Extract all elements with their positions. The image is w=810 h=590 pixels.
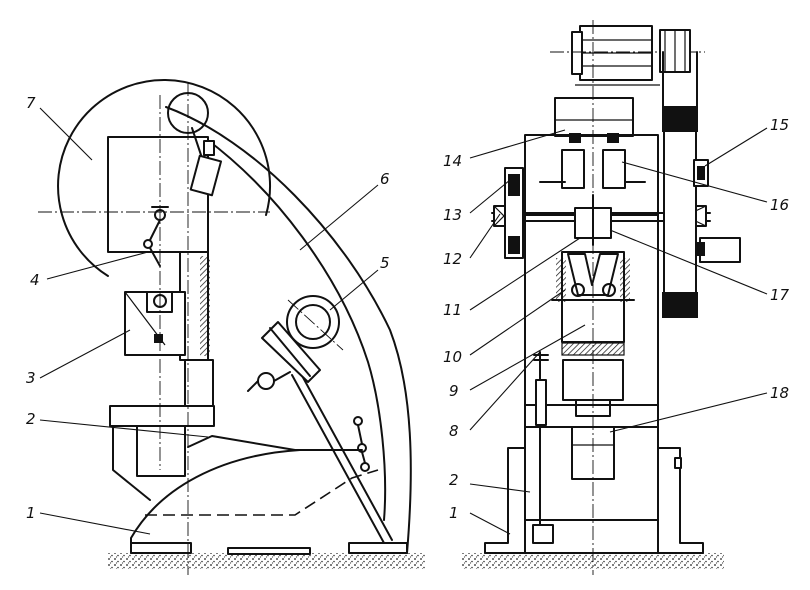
label-11: 11 — [443, 301, 462, 319]
label-6: 6 — [380, 170, 390, 188]
flywheel-rim-bottom — [662, 292, 698, 318]
label-7: 5 — [380, 254, 390, 272]
guide-hatch — [200, 256, 210, 356]
base-foot-right — [348, 542, 408, 554]
label-2-front: 2 — [449, 471, 459, 489]
label-1-front: 1 — [449, 504, 459, 522]
bolster — [109, 405, 215, 427]
base-foot-left — [130, 542, 192, 554]
callout-labels: 7 4 3 2 1 6 5 14 13 12 11 10 9 8 2 1 15 … — [26, 94, 790, 522]
c-frame — [165, 106, 412, 554]
clutch-pivot — [257, 372, 275, 390]
frame-plate — [107, 136, 209, 253]
flywheel-rim-top — [662, 106, 698, 132]
label-3: 3 — [26, 369, 36, 387]
brake-shoe-bottom — [699, 237, 741, 263]
slide-hatch-left — [556, 258, 566, 302]
label-17: 17 — [770, 286, 790, 304]
front-view — [462, 20, 741, 575]
label-8: 8 — [449, 422, 459, 440]
leg-left — [484, 447, 526, 554]
clutch-disk-inner — [295, 304, 331, 340]
leg-right — [657, 447, 704, 554]
label-1: 1 — [26, 504, 36, 522]
hidden-outline — [145, 469, 379, 516]
slide-hatch-right — [620, 258, 630, 302]
label-12: 12 — [443, 250, 462, 268]
pedal-lever — [291, 374, 385, 544]
frame-lower-edge — [187, 435, 363, 451]
slide-block — [146, 291, 173, 313]
upper-frame — [524, 134, 659, 216]
lever-pin-1 — [353, 416, 363, 426]
side-view — [38, 79, 426, 575]
label-4: 4 — [30, 271, 40, 289]
base — [130, 449, 301, 554]
label-16: 16 — [770, 196, 789, 214]
label-18: 18 — [770, 384, 789, 402]
frame-lower — [112, 425, 151, 501]
lever-pin-3 — [360, 462, 370, 472]
ground-left — [108, 553, 426, 569]
label-10: 10 — [443, 348, 462, 366]
clutch-disk-outer — [286, 295, 340, 349]
throat-plate — [184, 359, 214, 407]
label-2: 2 — [26, 410, 36, 428]
c-frame-inner — [204, 137, 387, 521]
slide-small-block — [154, 334, 163, 343]
motor-endcap — [571, 31, 583, 75]
pedal-rod-guide — [535, 379, 547, 426]
label-5: 7 — [26, 94, 36, 112]
base-foot-mid — [227, 547, 311, 555]
bearing-right — [602, 149, 626, 189]
label-9: 9 — [449, 382, 459, 400]
rod-end — [203, 140, 215, 156]
flywheel — [57, 79, 271, 277]
rod-cylinder — [189, 154, 223, 197]
label-13: 13 — [443, 206, 462, 224]
leader-lines — [39, 107, 768, 535]
gearbox — [554, 97, 634, 137]
flywheel-column — [663, 111, 697, 318]
pedal — [532, 524, 554, 544]
label-14: 14 — [443, 152, 462, 170]
label-15: 15 — [770, 116, 789, 134]
linkage-joint — [143, 239, 153, 249]
bearing-left — [561, 149, 585, 189]
